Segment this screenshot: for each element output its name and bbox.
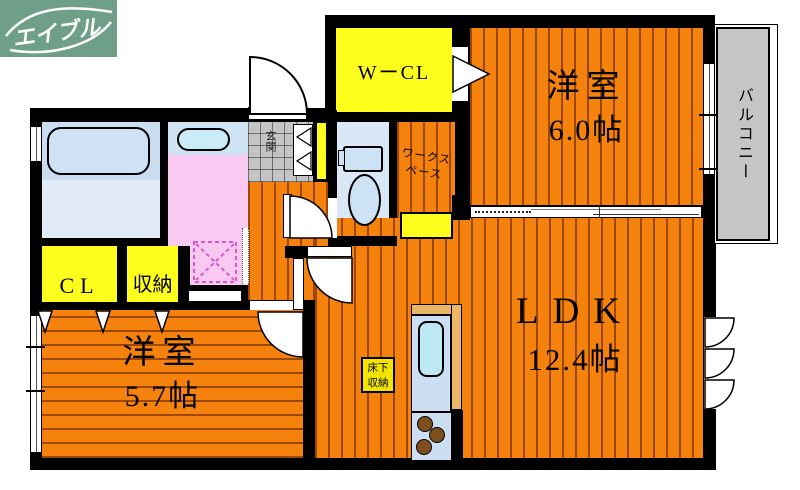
toilet-flush-handle	[338, 150, 345, 166]
washroom-sliding-door	[188, 290, 242, 302]
bedroom-north-name: 洋室	[546, 69, 627, 105]
toilet-door-leaf	[283, 194, 292, 238]
bedroom-north-window	[703, 63, 715, 175]
shoe-cabinet	[316, 122, 327, 180]
bedroom-south-size: 5.7帖	[124, 380, 201, 414]
wcl-door-opening	[452, 47, 468, 101]
walk-in-closet: WーCL	[336, 28, 452, 112]
brand-swoosh-top	[5, 7, 113, 37]
toilet-tank	[343, 146, 383, 172]
ldk-size: 12.4帖	[527, 341, 623, 377]
balcony: バルコニー	[716, 27, 770, 241]
kitchen-sink	[418, 321, 444, 377]
brand-swoosh-bottom	[9, 21, 112, 54]
sliding-partition	[470, 206, 702, 218]
bathroom-window-centerline	[36, 127, 37, 161]
bedroom-south-window-tick-1	[26, 346, 45, 348]
partition-panel-line-1	[531, 209, 661, 210]
bedroom-north-window-tick-2	[699, 168, 718, 170]
underfloor-storage-label: 床下 収納	[361, 357, 395, 393]
storage-closet: 収納	[127, 246, 178, 302]
ldk-label: LDK 12.4帖	[420, 286, 730, 381]
vanity-sink	[177, 128, 230, 151]
balcony-label: バルコニー	[735, 86, 752, 182]
partition-panel-line-2	[593, 214, 699, 215]
bedroom-north-label: 洋室 6.0帖	[470, 64, 703, 152]
partition-panel-tick	[599, 207, 600, 217]
bathtub	[47, 127, 150, 175]
washroom-accordion-door	[242, 228, 249, 284]
underfloor-line2: 収納	[367, 378, 389, 390]
partition-curtain-dashes	[475, 211, 531, 213]
wall-kitchen-stub	[451, 410, 463, 461]
ldk-room	[315, 218, 703, 458]
stove-burner-1	[417, 416, 433, 432]
bedroom-south-door-opening	[250, 301, 304, 310]
entrance-door-swing-arc	[249, 55, 309, 115]
hall-ldk-door-leaf	[307, 246, 352, 257]
bedroom-south-window-centerline	[36, 316, 37, 452]
shoe-cabinet-door	[293, 124, 313, 176]
entrance-door-leaf	[248, 107, 307, 120]
toilet-door-opening	[328, 198, 337, 238]
closet-cl: CL	[42, 246, 117, 302]
stove-burner-3	[416, 439, 432, 455]
bedroom-south-window	[30, 315, 42, 453]
underfloor-line1: 床下	[367, 363, 389, 374]
bedroom-south-label: 洋室 5.7帖	[45, 330, 280, 418]
wall-partition-stub	[452, 195, 470, 220]
walk-in-closet-label: WーCL	[357, 61, 431, 84]
bedroom-north	[470, 28, 703, 205]
entrance-label-wrap: 玄関	[262, 130, 278, 178]
brand-logo-graphic: エイブル	[0, 0, 117, 57]
brand-logo: エイブル	[0, 0, 117, 57]
kitchen-counter-edge-right	[451, 304, 462, 410]
bedroom-south-name: 洋室	[122, 335, 203, 371]
entrance-label: 玄関	[264, 130, 276, 152]
stove-burner-2	[429, 427, 445, 443]
wall-hallway-toilet	[328, 110, 337, 246]
bedroom-north-window-tick-1	[699, 114, 718, 116]
closet-cl-label: CL	[59, 273, 100, 298]
bedroom-south-door-leaf	[293, 258, 304, 310]
bedroom-north-size: 6.0帖	[548, 114, 625, 148]
storage-closet-label: 収納	[132, 274, 173, 296]
bedroom-north-window-centerline	[709, 64, 710, 174]
washroom-lower	[190, 246, 248, 285]
toilet-bowl	[348, 174, 381, 226]
wall-toilet-bottom	[337, 236, 397, 246]
wall-hall-ldk-stub	[285, 246, 307, 258]
workspace-desk	[400, 212, 453, 239]
ldk-name: LDK	[515, 291, 635, 332]
bedroom-south-window-tick-2	[26, 390, 45, 392]
bathroom-window	[30, 126, 42, 162]
